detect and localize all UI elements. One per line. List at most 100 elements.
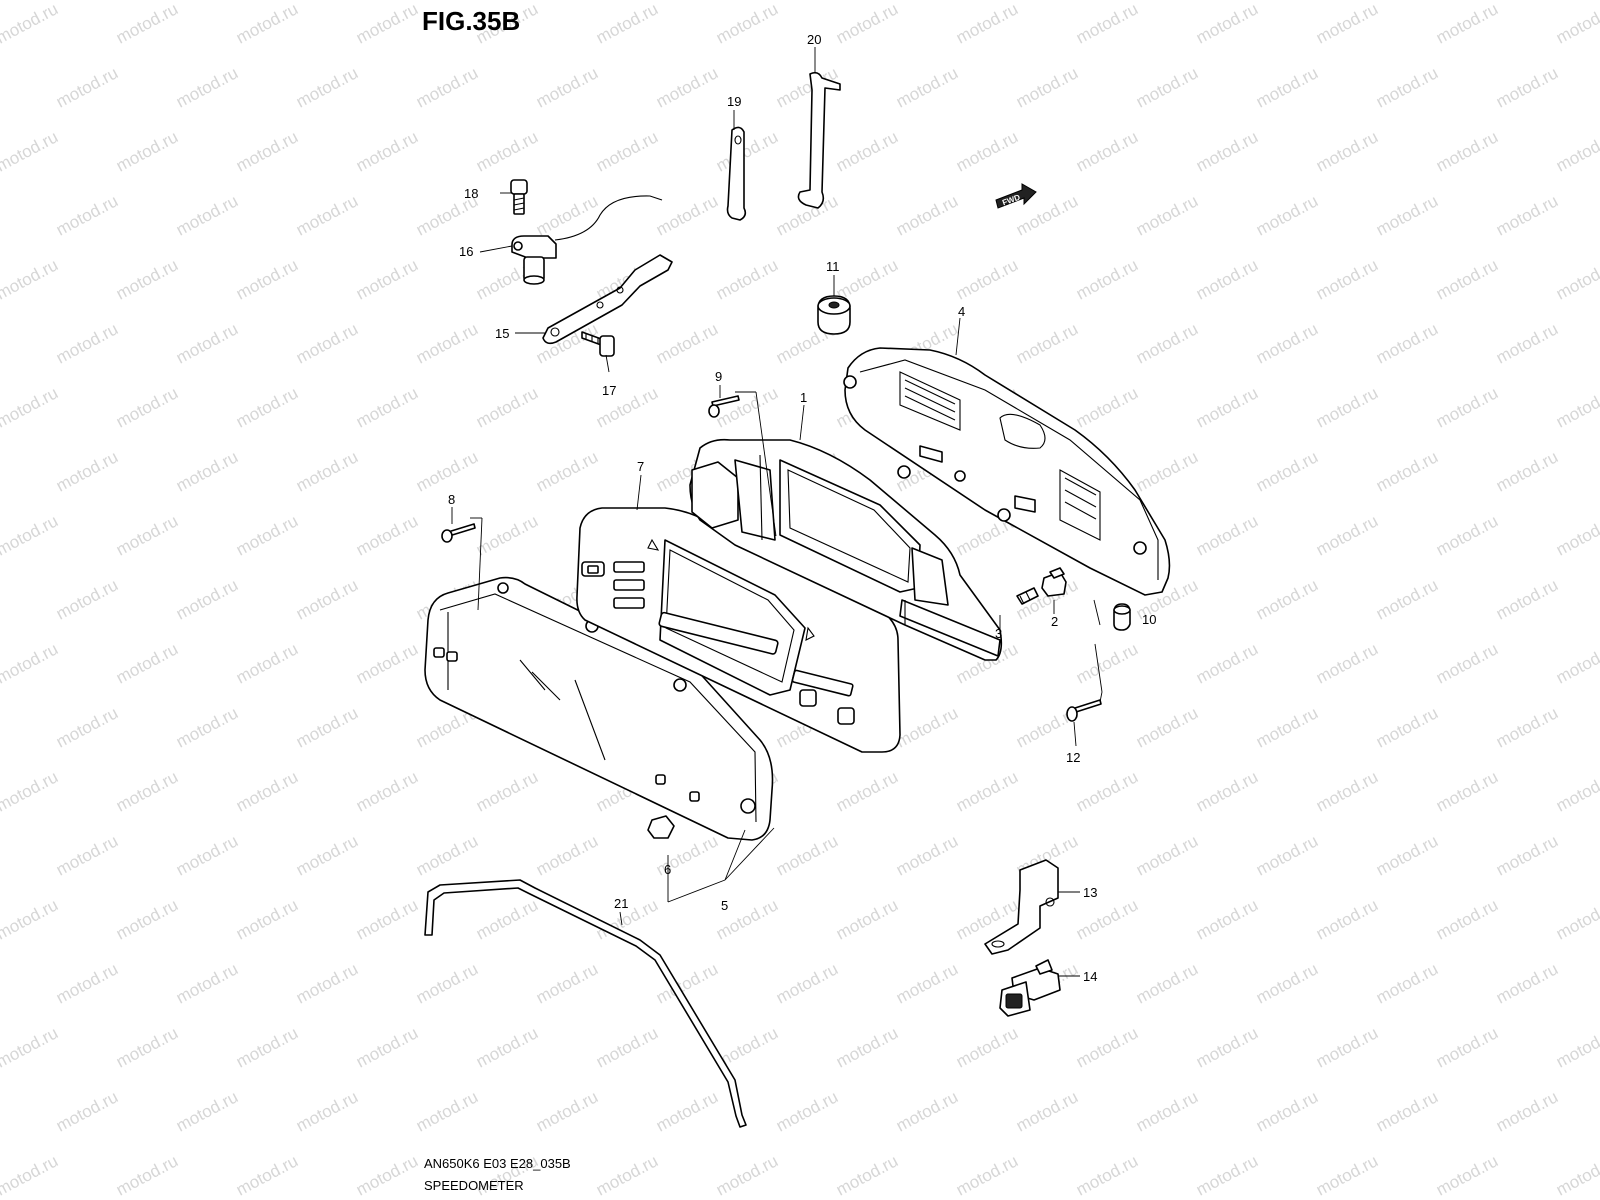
watermark-text: motod.ru: [1253, 63, 1321, 111]
callout-6: 6: [664, 862, 671, 877]
watermark-text: motod.ru: [1313, 0, 1381, 48]
part-18-bolt: [510, 179, 528, 215]
watermark-text: motod.ru: [0, 383, 61, 431]
watermark-text: motod.ru: [833, 1151, 901, 1199]
watermark-text: motod.ru: [173, 703, 241, 751]
watermark-text: motod.ru: [293, 191, 361, 239]
watermark-text: motod.ru: [1553, 1151, 1600, 1199]
watermark-text: motod.ru: [1073, 0, 1141, 48]
watermark-text: motod.ru: [233, 1023, 301, 1071]
callout-2: 2: [1051, 614, 1058, 629]
watermark-text: motod.ru: [1493, 703, 1561, 751]
watermark-text: motod.ru: [173, 1087, 241, 1135]
watermark-text: motod.ru: [953, 1151, 1021, 1199]
watermark-text: motod.ru: [0, 639, 61, 687]
watermark-text: motod.ru: [113, 767, 181, 815]
watermark-text: motod.ru: [1313, 767, 1381, 815]
watermark-text: motod.ru: [293, 703, 361, 751]
watermark-text: motod.ru: [1313, 511, 1381, 559]
watermark-text: motod.ru: [713, 127, 781, 175]
watermark-text: motod.ru: [1073, 1151, 1141, 1199]
fwd-arrow-icon: FWD: [995, 183, 1037, 209]
watermark-text: motod.ru: [773, 1087, 841, 1135]
watermark-text: motod.ru: [1133, 1087, 1201, 1135]
watermark-text: motod.ru: [413, 319, 481, 367]
watermark-text: motod.ru: [653, 63, 721, 111]
watermark-text: motod.ru: [353, 255, 421, 303]
watermark-text: motod.ru: [0, 1151, 61, 1199]
watermark-text: motod.ru: [113, 1023, 181, 1071]
watermark-text: motod.ru: [1133, 703, 1201, 751]
callout-labels: 1 2 3 4 5 6 7 8 9 10 11 12 13 14 15 16 1…: [448, 32, 1156, 984]
watermark-text: motod.ru: [1553, 895, 1600, 943]
watermark-text: motod.ru: [53, 447, 121, 495]
watermark-text: motod.ru: [1253, 703, 1321, 751]
watermark-text: motod.ru: [0, 127, 61, 175]
part-9-screw: [708, 395, 740, 418]
watermark-text: motod.ru: [1493, 1087, 1561, 1135]
watermark-text: motod.ru: [0, 447, 1, 495]
watermark-text: motod.ru: [533, 831, 601, 879]
watermark-text: motod.ru: [173, 319, 241, 367]
watermark-text: motod.ru: [1493, 831, 1561, 879]
watermark-text: motod.ru: [1493, 63, 1561, 111]
watermark-text: motod.ru: [713, 255, 781, 303]
watermark-text: motod.ru: [353, 1151, 421, 1199]
watermark-text: motod.ru: [173, 191, 241, 239]
watermark-text: motod.ru: [113, 511, 181, 559]
watermark-text: motod.ru: [1133, 831, 1201, 879]
watermark-text: motod.ru: [953, 1023, 1021, 1071]
watermark-text: motod.ru: [833, 767, 901, 815]
watermark-text: motod.ru: [353, 895, 421, 943]
watermark-text: motod.ru: [353, 639, 421, 687]
watermark-text: motod.ru: [1313, 639, 1381, 687]
callout-21: 21: [614, 896, 628, 911]
part-8-screw: [441, 523, 476, 543]
watermark-text: motod.ru: [0, 319, 1, 367]
watermark-text: motod.ru: [53, 575, 121, 623]
watermark-text: motod.ru: [533, 959, 601, 1007]
watermark-text: motod.ru: [1073, 895, 1141, 943]
part-1-meter-housing: [689, 438, 1003, 661]
watermark-text: motod.ru: [1313, 127, 1381, 175]
watermark-text: motod.ru: [1253, 319, 1321, 367]
watermark-text: motod.ru: [953, 127, 1021, 175]
watermark-text: motod.ru: [1193, 639, 1261, 687]
watermark-text: motod.ru: [233, 383, 301, 431]
watermark-text: motod.ru: [53, 319, 121, 367]
fwd-label: FWD: [1001, 193, 1021, 208]
watermark-text: motod.ru: [1133, 959, 1201, 1007]
watermark-text: motod.ru: [1253, 831, 1321, 879]
watermark-text: motod.ru: [293, 575, 361, 623]
watermark-text: motod.ru: [1373, 447, 1441, 495]
watermark-text: motod.ru: [473, 511, 541, 559]
watermark-text: motod.ru: [353, 1023, 421, 1071]
callout-9: 9: [715, 369, 722, 384]
watermark-text: motod.ru: [233, 895, 301, 943]
watermark-text: motod.ru: [833, 895, 901, 943]
watermark-text: motod.ru: [1433, 639, 1501, 687]
watermark-text: motod.ru: [113, 895, 181, 943]
watermark-text: motod.ru: [953, 767, 1021, 815]
watermark-text: motod.ru: [713, 0, 781, 48]
watermark-text: motod.ru: [0, 767, 61, 815]
part-6-nut: [647, 815, 675, 839]
watermark-text: motod.ru: [353, 127, 421, 175]
callout-3: 3: [995, 626, 1002, 641]
watermark-text: motod.ru: [1373, 191, 1441, 239]
watermark-text: motod.ru: [893, 63, 961, 111]
watermark-text: motod.ru: [0, 831, 1, 879]
watermark-text: motod.ru: [473, 127, 541, 175]
watermark-text: motod.ru: [1493, 191, 1561, 239]
callout-16: 16: [459, 244, 473, 259]
watermark-text: motod.ru: [533, 191, 601, 239]
watermark-text: motod.ru: [1373, 703, 1441, 751]
watermark-text: motod.ru: [1313, 1151, 1381, 1199]
watermark-text: motod.ru: [833, 0, 901, 48]
part-4-rear-case: [843, 347, 1171, 596]
figure-name: SPEEDOMETER: [424, 1178, 524, 1193]
watermark-text: motod.ru: [113, 255, 181, 303]
watermark-text: motod.ru: [233, 767, 301, 815]
watermark-text: motod.ru: [1553, 127, 1600, 175]
watermark-text: motod.ru: [1373, 1087, 1441, 1135]
